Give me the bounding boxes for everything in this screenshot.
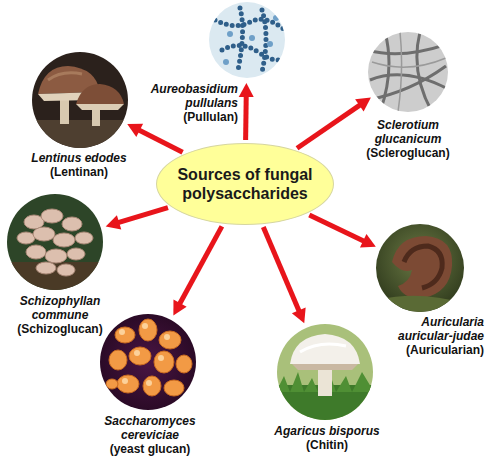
schizophyllum-photo	[6, 193, 104, 292]
source-node: Auricularia auricular-judae(Auricularian…	[372, 224, 484, 357]
arrow-head	[292, 307, 306, 323]
arrow	[139, 130, 183, 152]
source-label: Schizophyllan commune(Schizoglucan)	[8, 294, 112, 336]
species-name: Aureobasidium pullulans	[138, 82, 238, 110]
source-node: Aureobasidium pullulans(Pullulan)	[138, 2, 285, 124]
polysaccharide-name: (yeast glucan)	[98, 442, 202, 456]
lentinus-photo	[31, 51, 129, 150]
species-name: Agaricus bisporus	[262, 424, 392, 438]
source-label: Saccharomyces cereviciae(yeast glucan)	[98, 414, 202, 456]
source-node: Saccharomyces cereviciae(yeast glucan)	[98, 314, 202, 456]
polysaccharide-name: (Scleroglucan)	[358, 146, 458, 160]
source-label: Lentinus edodes(Lentinan)	[12, 151, 146, 179]
arrow	[297, 105, 360, 148]
arrow-head	[360, 234, 376, 248]
source-label: Auricularia auricular-judae(Auricularian…	[372, 315, 484, 357]
polysaccharide-name: (Auricularian)	[372, 343, 484, 357]
source-node: Sclerotium glucanicum(Scleroglucan)	[358, 32, 458, 160]
aureobasidium-photo	[205, 0, 289, 80]
source-label: Agaricus bisporus(Chitin)	[262, 424, 392, 452]
species-name: Schizophyllan commune	[8, 294, 112, 322]
source-node: Schizophyllan commune(Schizoglucan)	[7, 194, 112, 336]
arrow-head	[173, 300, 186, 316]
source-node: Agaricus bisporus(Chitin)	[262, 324, 392, 452]
center-title: Sources of fungal polysaccharides	[169, 165, 321, 203]
polysaccharide-name: (Schizoglucan)	[8, 322, 112, 336]
species-name: Auricularia auricular-judae	[372, 315, 484, 343]
arrow	[118, 208, 168, 223]
saccharomyces-photo	[99, 313, 197, 411]
arrow	[180, 226, 222, 304]
source-label: Aureobasidium pullulans(Pullulan)	[138, 82, 238, 124]
species-name: Saccharomyces cereviciae	[98, 414, 202, 442]
arrow-head	[106, 215, 122, 229]
arrow	[243, 96, 249, 140]
arrow	[309, 215, 364, 241]
arrow	[263, 227, 299, 311]
polysaccharide-name: (Lentinan)	[12, 165, 146, 179]
arrow-head	[239, 83, 254, 97]
agaricus-photo	[276, 323, 374, 421]
source-label: Sclerotium glucanicum(Scleroglucan)	[358, 118, 458, 160]
polysaccharide-name: (Pullulan)	[138, 110, 238, 124]
polysaccharide-name: (Chitin)	[262, 438, 392, 452]
arrow-head	[355, 97, 371, 111]
auricularia-photo	[374, 222, 466, 314]
arrow-head	[127, 124, 143, 137]
species-name: Lentinus edodes	[12, 151, 146, 165]
source-node: Lentinus edodes(Lentinan)	[12, 52, 146, 179]
center-ellipse: Sources of fungal polysaccharides	[156, 143, 334, 225]
species-name: Sclerotium glucanicum	[358, 118, 458, 146]
sclerotium-photo	[366, 30, 450, 114]
